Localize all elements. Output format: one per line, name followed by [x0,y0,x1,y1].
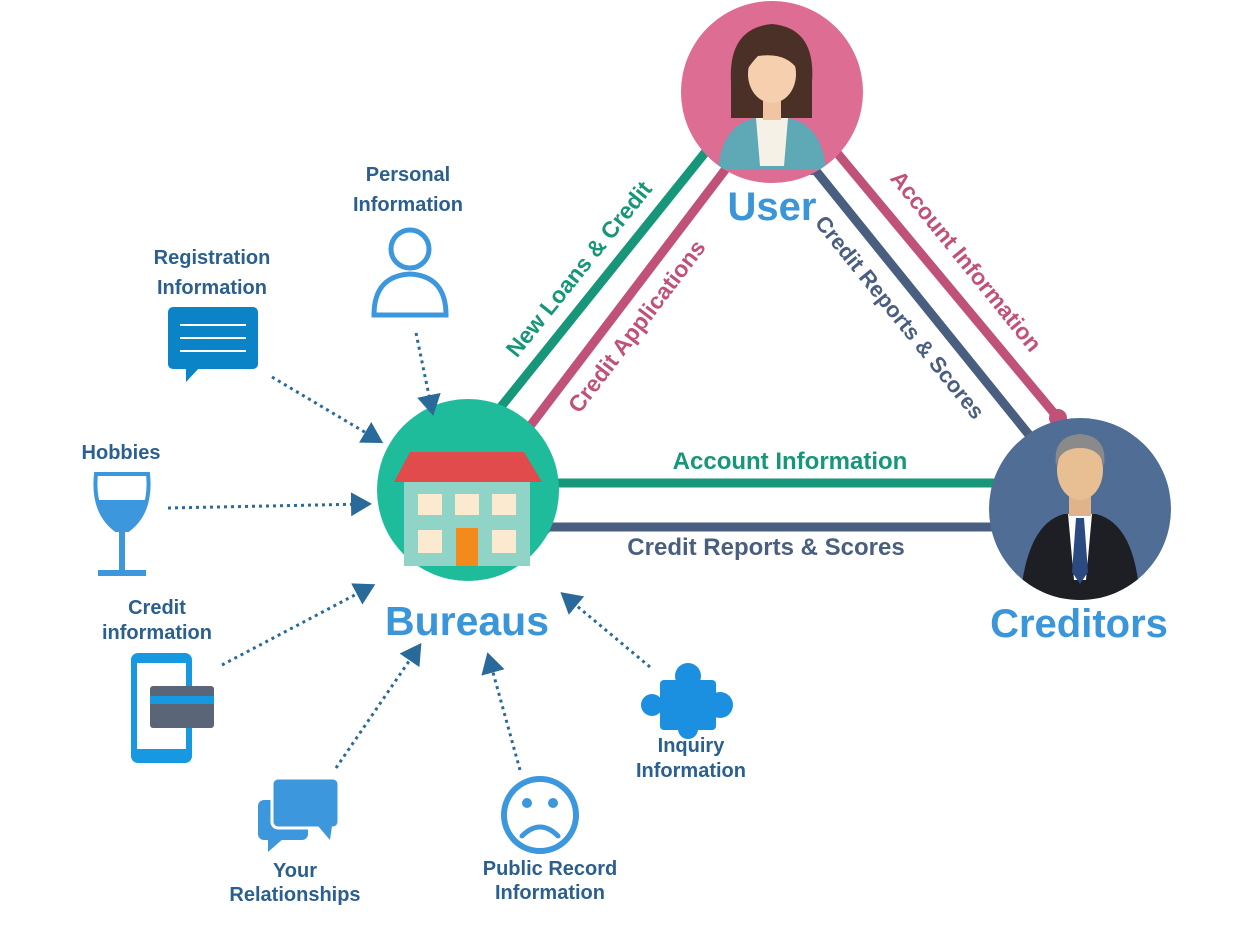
phone-card-icon [131,653,214,763]
hobbies: Hobbies [82,442,161,576]
personal-label-line2: Information [353,194,463,216]
hobbies-arrow [167,492,372,517]
registration-label-line2: Information [157,277,267,299]
public-record-information: Public Record Information [483,776,617,904]
public-record-arrow [481,652,522,771]
inquiry-information: Inquiry Information [636,663,746,782]
businessman-avatar-icon [1020,434,1140,600]
inquiry-label-line1: Inquiry [658,735,726,757]
inquiry-label-line2: Information [636,760,746,782]
wine-glass-icon [93,472,151,576]
woman-avatar-icon [718,24,826,170]
credit-info-label-line2: information [102,622,212,644]
relationships-label-line1: Your [273,860,317,882]
personal-information: Personal Information [353,164,463,318]
new-loans-line [488,141,716,421]
credit-info-label-line1: Credit [128,597,186,619]
puzzle-icon [641,663,733,739]
creditors-node: Creditors [989,418,1171,646]
registration-label-line1: Registration [154,247,271,269]
user-credit-reports-line [808,163,1034,439]
credit-information: Credit information [102,597,214,763]
public-record-label-line2: Information [495,882,605,904]
your-relationships: Your Relationships [229,776,361,906]
user-node: User [681,1,863,229]
creditors-label: Creditors [990,602,1168,646]
relationships-label-line2: Relationships [229,884,360,906]
chat-message-icon [168,307,258,382]
sad-face-icon [501,776,579,854]
personal-arrow [414,332,441,416]
relationships-arrow [334,643,422,769]
bureau-account-info-label: Account Information [673,448,908,475]
bureaus-label: Bureaus [385,598,549,644]
building-icon [394,452,542,566]
hobbies-label: Hobbies [82,442,161,464]
personal-label-line1: Personal [366,164,450,186]
person-icon [371,227,449,318]
credit-info-arrow [221,583,376,667]
bureau-credit-reports-label: Credit Reports & Scores [627,534,904,561]
input-arrows [167,332,651,771]
bureaus-node: Bureaus [377,399,559,644]
user-label: User [728,185,817,229]
credit-applications-line [517,163,732,441]
registration-arrow [271,375,384,444]
chat-bubbles-icon [258,776,341,852]
public-record-label-line1: Public Record [483,858,617,880]
registration-information: Registration Information [154,247,271,382]
inquiry-arrow [560,592,651,669]
user-account-info-line [829,145,1062,421]
